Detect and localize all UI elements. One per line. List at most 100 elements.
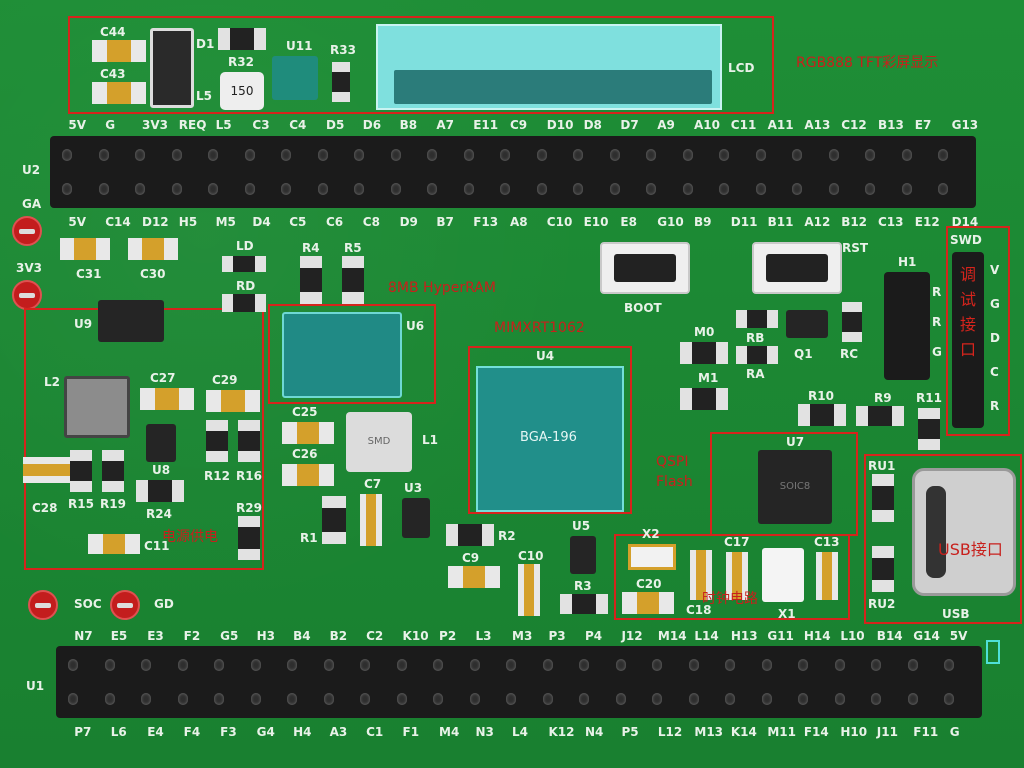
u5-chip: [570, 536, 596, 574]
inductor-150: 150: [220, 72, 264, 110]
u1-top-labels-22: B14: [876, 629, 903, 643]
r19-resistor: [102, 450, 124, 492]
u1-top-labels-7: B2: [329, 629, 348, 643]
u1-top-labels-15: J12: [621, 629, 643, 643]
u1-bottom-labels-14: N4: [584, 725, 604, 739]
r3-label: R3: [574, 579, 592, 593]
u2-bottom-labels-20: A12: [804, 215, 831, 229]
header-pin: [385, 174, 422, 204]
r10-resistor: [798, 404, 846, 426]
u2-bottom-labels-4: M5: [215, 215, 236, 229]
r3-resistor: [560, 594, 608, 614]
r2-label: R2: [498, 529, 516, 543]
header-pin: [683, 684, 720, 714]
usb-port-opening: [926, 486, 946, 578]
header-pin: [494, 174, 531, 204]
header-pin: [829, 684, 866, 714]
header-pin: [902, 650, 939, 680]
header-pin: [281, 684, 318, 714]
header-pin: [99, 650, 136, 680]
u1-top-labels-3: F2: [183, 629, 201, 643]
header-pin: [500, 650, 537, 680]
top-row-labels-8: D6: [362, 118, 382, 132]
rd-resistor: [222, 294, 266, 312]
c28-capacitor: [23, 457, 75, 483]
header-pin: [719, 684, 756, 714]
u1-top-labels-23: G14: [913, 629, 940, 643]
c31-label: C31: [76, 267, 102, 281]
c11-capacitor: [88, 534, 140, 554]
u1-bottom-labels-15: P5: [621, 725, 639, 739]
top-row-labels-3: REQ: [178, 118, 207, 132]
c10-label: C10: [518, 549, 544, 563]
header-pin: [354, 684, 391, 714]
pin-label-2: D: [990, 331, 1000, 345]
c26-label: C26: [292, 447, 318, 461]
ru1-label: RU1: [868, 459, 896, 473]
header-pin: [646, 684, 683, 714]
header-pin: [896, 174, 933, 204]
r24-resistor: [136, 480, 184, 502]
header-pin: [239, 174, 276, 204]
boot-button[interactable]: [600, 242, 690, 294]
r32-label: R32: [228, 55, 254, 69]
pin-label-4: R: [990, 399, 1000, 413]
header-pin: [573, 650, 610, 680]
r10-label: R10: [808, 389, 834, 403]
u5-label: U5: [572, 519, 591, 533]
header-pin: [172, 650, 209, 680]
u1-top-labels-4: G5: [220, 629, 239, 643]
d1-diode: [150, 28, 194, 108]
header-pin: [354, 650, 391, 680]
c17-capacitor: [726, 552, 749, 600]
header-pin: [902, 684, 939, 714]
u1-top-labels-19: G11: [767, 629, 794, 643]
swd-region-box: [946, 226, 1010, 436]
top-row-labels-23: E7: [914, 118, 932, 132]
c30-label: C30: [140, 267, 166, 281]
header-pin: [750, 140, 787, 170]
header-pin: [56, 140, 93, 170]
r11-resistor: [918, 408, 940, 450]
c9-capacitor: [448, 566, 500, 588]
top-row-labels-7: D5: [326, 118, 345, 132]
u2-bottom-labels-7: C6: [326, 215, 344, 229]
rst-button[interactable]: [752, 242, 842, 294]
pin-label-1: R: [932, 315, 942, 329]
ga-label: GA: [22, 197, 42, 211]
h1-label: H1: [898, 255, 917, 269]
hyperram-region-box: [268, 304, 436, 404]
u2-bottom-labels-19: B11: [767, 215, 794, 229]
r16-resistor: [238, 420, 260, 462]
pin-label-0: R: [932, 285, 942, 299]
hyperram-label: 8MB HyperRAM: [388, 280, 496, 296]
header-pin: [348, 174, 385, 204]
mcu-region-box: [468, 346, 632, 514]
r12-label: R12: [204, 469, 230, 483]
u1-top-labels-21: L10: [840, 629, 865, 643]
r4-label: R4: [302, 241, 320, 255]
header-pin: [458, 140, 495, 170]
u3-label: U3: [404, 481, 423, 495]
u2-bottom-labels-9: D9: [399, 215, 418, 229]
u1-top-labels-18: H13: [730, 629, 758, 643]
header-pin: [245, 650, 282, 680]
header-pin: [312, 174, 349, 204]
u8-label: U8: [152, 463, 171, 477]
header-pin: [567, 140, 604, 170]
u2-bottom-labels-15: E8: [620, 215, 637, 229]
header-pin: [312, 140, 349, 170]
header-pin: [318, 650, 355, 680]
u1-top-labels-9: K10: [402, 629, 429, 643]
rb-resistor: [736, 310, 778, 328]
r4-resistor: [300, 256, 322, 304]
header-pin: [713, 174, 750, 204]
r19-label: R19: [100, 497, 126, 511]
u11-label: U11: [286, 39, 313, 53]
top-row-labels-20: A13: [804, 118, 831, 132]
u2-label: U2: [22, 163, 41, 177]
u2-bottom-labels-1: C14: [105, 215, 131, 229]
c11-label: C11: [144, 539, 170, 553]
c29-label: C29: [212, 373, 238, 387]
u2-bottom-labels-13: C10: [546, 215, 573, 229]
